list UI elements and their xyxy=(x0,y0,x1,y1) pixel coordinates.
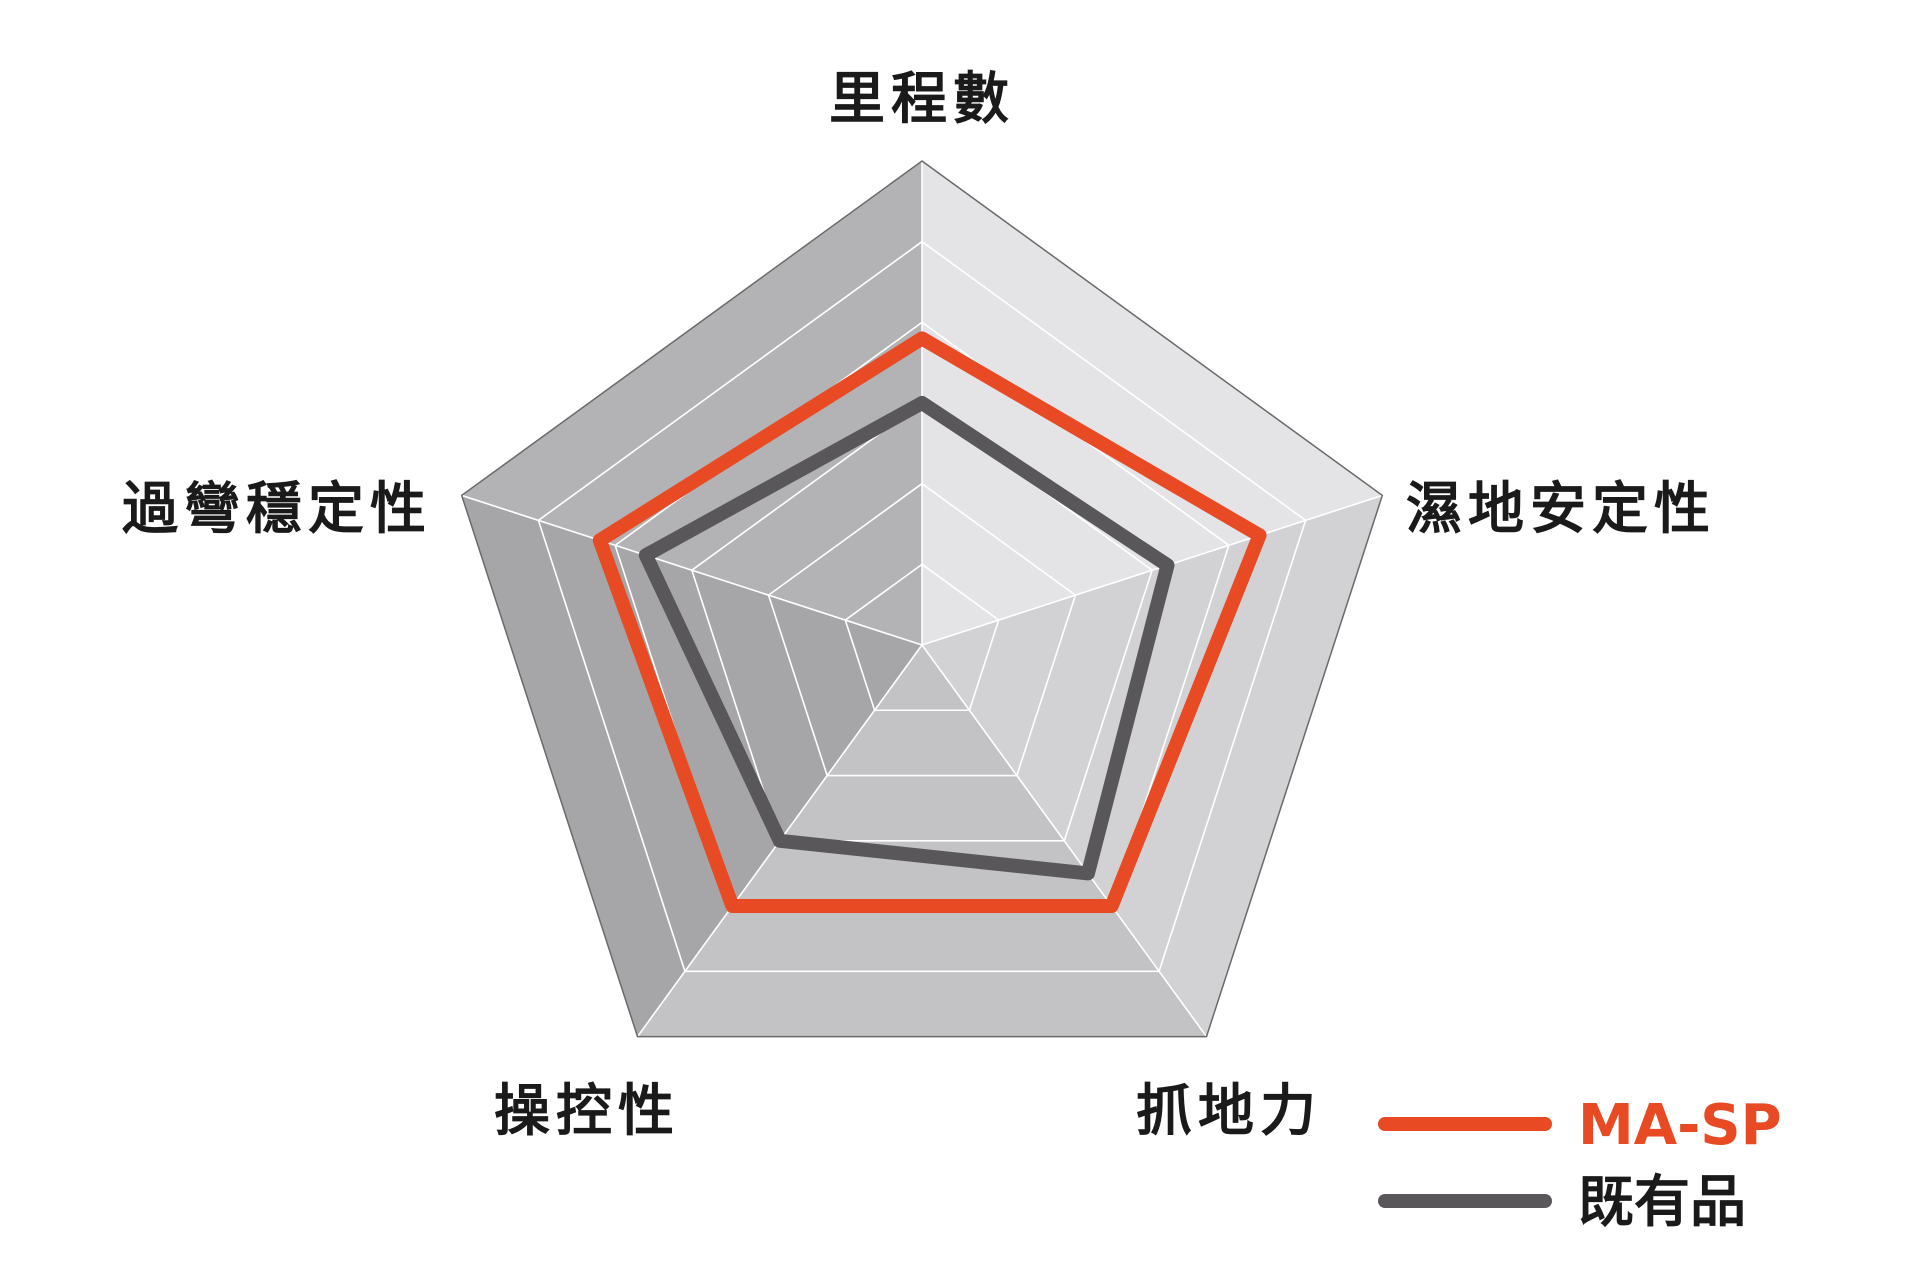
grid-ring xyxy=(767,482,1077,777)
axis-label-mileage: 里程數 xyxy=(829,67,1015,132)
axis-label-handling: 操控性 xyxy=(494,1079,680,1144)
grid-ring xyxy=(690,402,1154,842)
axis-spoke xyxy=(921,644,1208,1038)
axis-spoke xyxy=(921,494,1383,646)
background-sector xyxy=(461,161,922,645)
series-line-1 xyxy=(638,396,1175,881)
grid-ring xyxy=(844,563,1000,712)
series-line-0 xyxy=(592,331,1267,914)
grid-ring xyxy=(537,240,1307,973)
legend: MA-SP 既有品 xyxy=(1378,1093,1782,1235)
background-sector xyxy=(461,495,922,1037)
legend-label-existing-product: 既有品 xyxy=(1578,1170,1746,1235)
chart-outline xyxy=(460,160,1384,1038)
axis-label-grip: 抓地力 xyxy=(1136,1079,1322,1144)
outer-outline xyxy=(460,160,1384,1038)
axis-spoke xyxy=(461,494,923,646)
chart-series xyxy=(592,331,1267,914)
legend-label-ma-sp: MA-SP xyxy=(1578,1093,1782,1158)
background-sector xyxy=(922,161,1383,645)
background-sector xyxy=(922,495,1383,1037)
axis-label-wet-stability: 濕地安定性 xyxy=(1406,477,1716,542)
axis-label-cornering-stability: 過彎穩定性 xyxy=(122,477,432,542)
